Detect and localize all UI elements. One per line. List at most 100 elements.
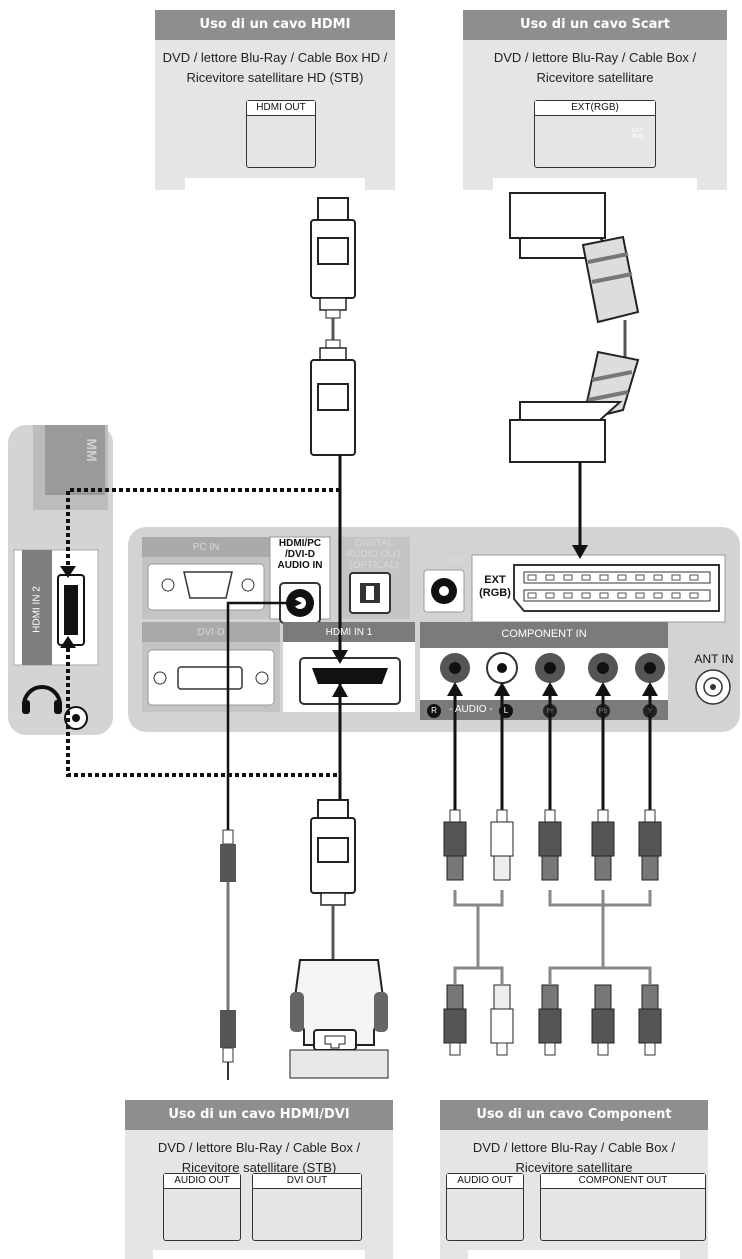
component-box-desc-line2: Ricevitore satellitare (515, 1160, 633, 1175)
rca-plug-bottom (490, 984, 514, 1056)
scart-pin (527, 574, 537, 581)
ant-in-label: ANT IN (694, 652, 734, 666)
pc-in-label: PC IN (192, 542, 220, 553)
scart-pin (671, 592, 681, 599)
scart-pin (527, 592, 537, 599)
scart-pin (581, 592, 591, 599)
hdmi-in-1-port (312, 668, 388, 684)
rca-plug-top (638, 809, 662, 881)
vga-port (183, 571, 233, 599)
scart-source-box: Uso di un cavo Scart DVD / lettore Blu-R… (463, 10, 727, 178)
scart-pin (545, 592, 555, 599)
audio-cable (220, 597, 302, 1080)
hdmi-in-2-route (66, 488, 340, 777)
ext-rgb-panel-line1: EXT (484, 574, 506, 586)
audio-in-label: HDMI/PC /DVI-D AUDIO IN (270, 538, 330, 571)
component-audio-out-label: AUDIO OUT (447, 1174, 523, 1189)
audio-out-frame: AUDIO OUT (163, 1173, 241, 1241)
scart-pin (653, 592, 663, 599)
component-box-desc: DVD / lettore Blu-Ray / Cable Box / Rice… (440, 1138, 708, 1178)
audio-out-label: AUDIO OUT (164, 1174, 240, 1189)
scart-pin (689, 574, 699, 581)
hdmi-in-2-label: HDMI IN 2 (31, 586, 43, 633)
audio-l-marker: L (503, 706, 509, 715)
scart-box-title: Uso di un cavo Scart (463, 10, 727, 40)
hdmi-cable (310, 197, 356, 664)
hdmi-in-2-label-wrap: HDMI IN 2 (23, 560, 51, 660)
hdmi-dvi-box-desc: DVD / lettore Blu-Ray / Cable Box / Rice… (125, 1138, 393, 1178)
rca-plug-top (538, 809, 562, 881)
side-top-mark: MM (84, 438, 100, 462)
hdmi-box-title: Uso di un cavo HDMI (155, 10, 395, 40)
scart-box-desc-line1: DVD / lettore Blu-Ray / Cable Box / (493, 50, 697, 65)
hdmi-box-desc-line1: DVD / lettore Blu-Ray / Cable Box HD / (162, 50, 388, 65)
scart-pin (635, 592, 645, 599)
dvi-d-label: DVI-D (197, 627, 225, 638)
ext-rgb-label: EXT(RGB) (535, 101, 655, 116)
digital-audio-out-label: DIGITAL AUDIO OUT (OPTICAL) (338, 538, 410, 571)
rca-plug-bottom (638, 984, 662, 1056)
side-panel-body (8, 425, 113, 735)
component-audio-out-frame: AUDIO OUT (446, 1173, 524, 1241)
hdmi-out-frame: HDMI OUT (246, 100, 316, 168)
component-cables (447, 682, 658, 810)
component-box-desc-line1: DVD / lettore Blu-Ray / Cable Box / (472, 1140, 676, 1155)
audio-in-label-line2: /DVI-D (285, 549, 315, 560)
y-label: Y (647, 708, 653, 715)
hdmi-box-desc: DVD / lettore Blu-Ray / Cable Box HD / R… (155, 48, 395, 88)
component-wire-harness (453, 890, 652, 985)
hdmi-dvi-box-desc-line2: Ricevitore satellitare (STB) (181, 1160, 337, 1175)
hdmi-out-label: HDMI OUT (247, 101, 315, 116)
audio-in-label-line1: HDMI/PC (278, 538, 322, 549)
hdmi-dvi-box-desc-line1: DVD / lettore Blu-Ray / Cable Box / (157, 1140, 361, 1155)
scart-pin (545, 574, 555, 581)
headphone-icon (22, 685, 62, 714)
hdmi-in-1-label: HDMI IN 1 (325, 627, 373, 638)
rca-plug-top (443, 809, 467, 881)
rca-plug-top (490, 809, 514, 881)
ext-rgb-frame: EXT(RGB) (534, 100, 656, 168)
scart-pin (653, 574, 663, 581)
digital-audio-out-line2: AUDIO OUT (346, 549, 402, 560)
component-box-title: Uso di un cavo Component (440, 1100, 708, 1130)
hdmi-dvi-box-title: Uso di un cavo HDMI/DVI (125, 1100, 393, 1130)
dvi-out-label: DVI OUT (253, 1174, 361, 1189)
scart-pin (599, 574, 609, 581)
digital-audio-out-line1: DIGITAL (354, 538, 394, 549)
audio-label: - AUDIO - (449, 704, 493, 715)
component-in-jacks (440, 652, 665, 684)
digital-audio-out-line3: (OPTICAL) (349, 560, 399, 571)
audio-r-marker: R (431, 706, 437, 715)
rca-plug-bottom (591, 984, 615, 1056)
component-out-frame: COMPONENT OUT (540, 1173, 706, 1241)
scart-pin (671, 574, 681, 581)
scart-box-desc: DVD / lettore Blu-Ray / Cable Box / Rice… (463, 48, 727, 88)
side-top-mark-wrap: MM (82, 430, 102, 470)
scart-pin (635, 574, 645, 581)
hdmi-box-desc-line2: Ricevitore satellitare HD (STB) (186, 70, 364, 85)
ext-rgb-panel-label: EXT (RGB) (476, 574, 514, 600)
audio-in-label-line3: AUDIO IN (277, 560, 323, 571)
ex-link-label: EX-LINK (422, 555, 466, 567)
pr-label: Pr (546, 708, 554, 715)
scart-pin (563, 592, 573, 599)
rca-plug-top (591, 809, 615, 881)
dvi-port (177, 666, 243, 690)
rca-plug-bottom (538, 984, 562, 1056)
hdmi-source-box: Uso di un cavo HDMI DVD / lettore Blu-Ra… (155, 10, 395, 178)
component-in-label: COMPONENT IN (501, 628, 587, 640)
scart-pin (617, 592, 627, 599)
scart-pin (617, 574, 627, 581)
pb-label: Pb (598, 708, 608, 715)
ext-rgb-mini-label: EXT (RGB) (629, 128, 645, 140)
scart-pin (581, 574, 591, 581)
rca-plug-bottom (443, 984, 467, 1056)
scart-box-desc-line2: Ricevitore satellitare (536, 70, 654, 85)
scart-pin (689, 592, 699, 599)
component-out-label: COMPONENT OUT (541, 1174, 705, 1189)
dvi-out-frame: DVI OUT (252, 1173, 362, 1241)
scart-cable (509, 192, 640, 559)
hdmi-dvi-cable (289, 680, 389, 1079)
scart-pin (599, 592, 609, 599)
scart-pin (563, 574, 573, 581)
